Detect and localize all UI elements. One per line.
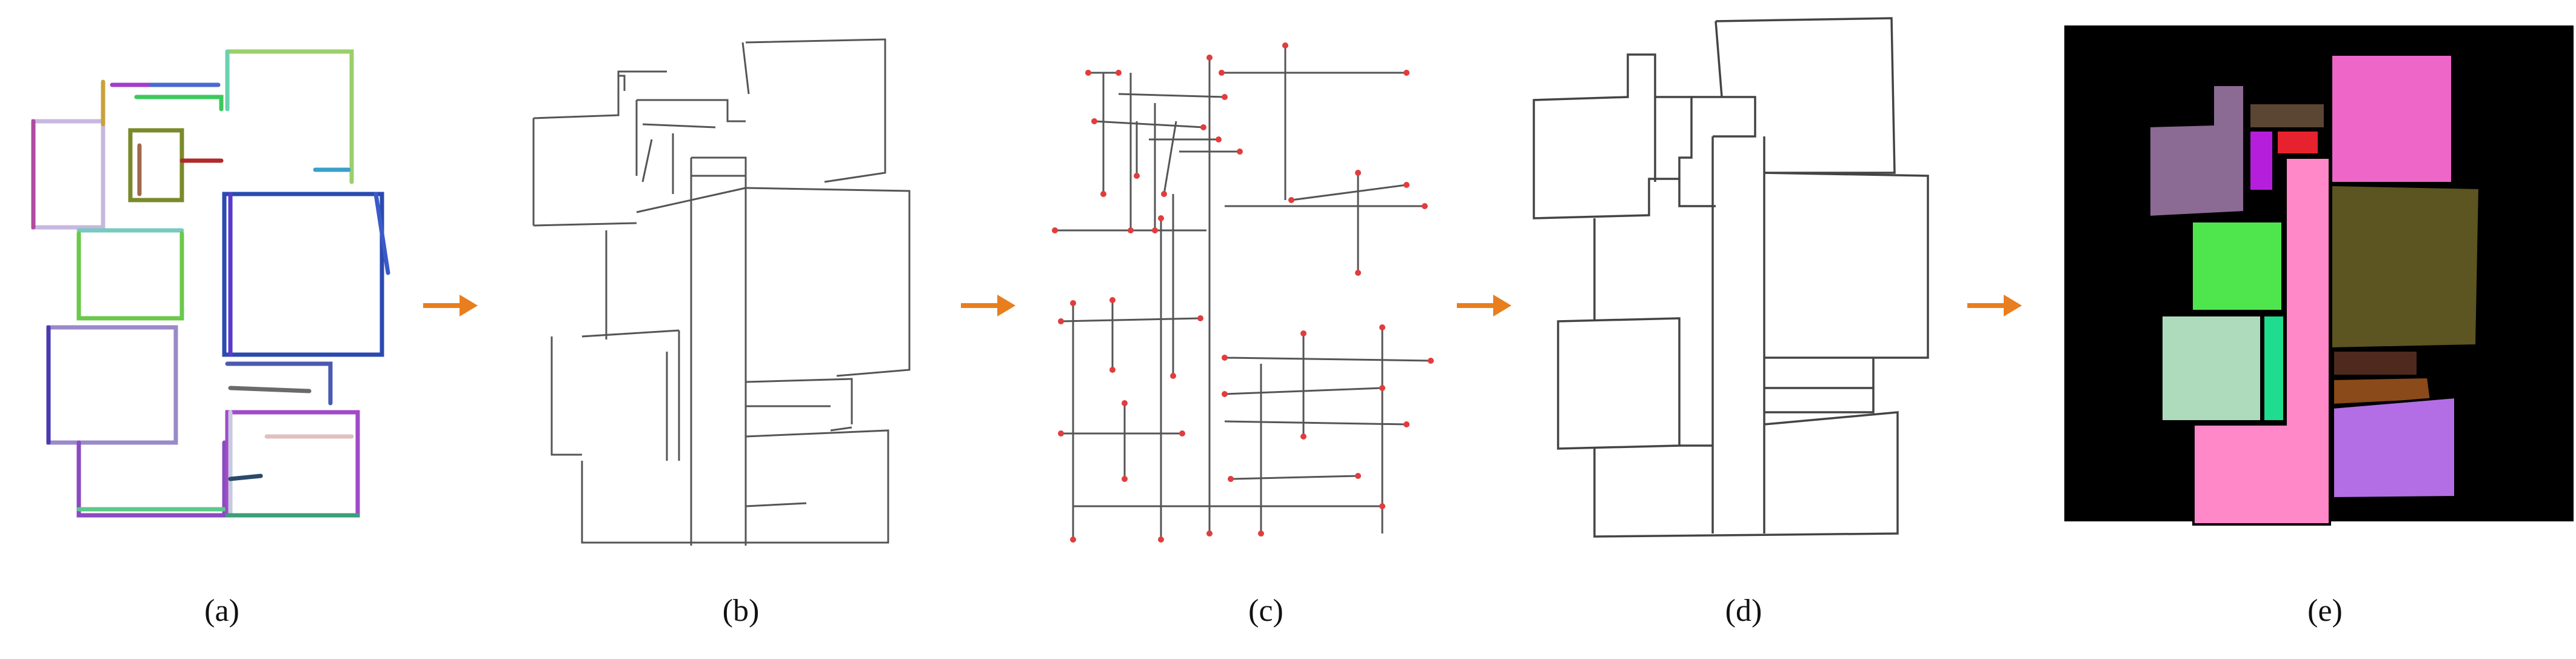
- point-cloud-drawing: [31, 49, 390, 518]
- room-mint: [2160, 314, 2263, 423]
- room-olive: [2330, 183, 2481, 350]
- line-segments-drawing: [532, 38, 911, 546]
- right-arrow-icon: [423, 295, 478, 316]
- panel-b-line-segments: (b): [515, 0, 970, 659]
- right-arrow-icon: [1967, 295, 2022, 316]
- right-arrow-icon: [961, 295, 1015, 316]
- caption-b: (b): [722, 594, 760, 628]
- caption-e: (e): [2307, 594, 2343, 628]
- room-purple-gray: [2148, 84, 2246, 219]
- panel-d-floorplan: (d): [1533, 0, 1958, 659]
- room-teal: [2262, 314, 2286, 423]
- floorplan-drawing: [1533, 17, 1929, 538]
- right-arrow-icon: [1457, 295, 1511, 316]
- caption-a: (a): [204, 594, 239, 628]
- line-endpoints-drawing: [1052, 42, 1434, 543]
- room-lavender: [2332, 395, 2457, 500]
- panel-e-room-segmentation: (e): [2064, 0, 2574, 659]
- room-red: [2275, 129, 2320, 156]
- room-pink-corridor: [2192, 156, 2331, 526]
- room-green: [2190, 220, 2284, 312]
- room-violet: [2248, 129, 2275, 192]
- caption-c: (c): [1248, 594, 1283, 628]
- panel-c-line-endpoints: (c): [1043, 0, 1455, 659]
- caption-d: (d): [1725, 594, 1762, 628]
- room-pink-top: [2330, 53, 2454, 184]
- room-dark-brown: [2332, 349, 2419, 377]
- room-brown-small: [2248, 102, 2326, 130]
- panel-a-point-cloud: (a): [0, 0, 424, 659]
- room-segmentation-drawing: [2064, 25, 2574, 526]
